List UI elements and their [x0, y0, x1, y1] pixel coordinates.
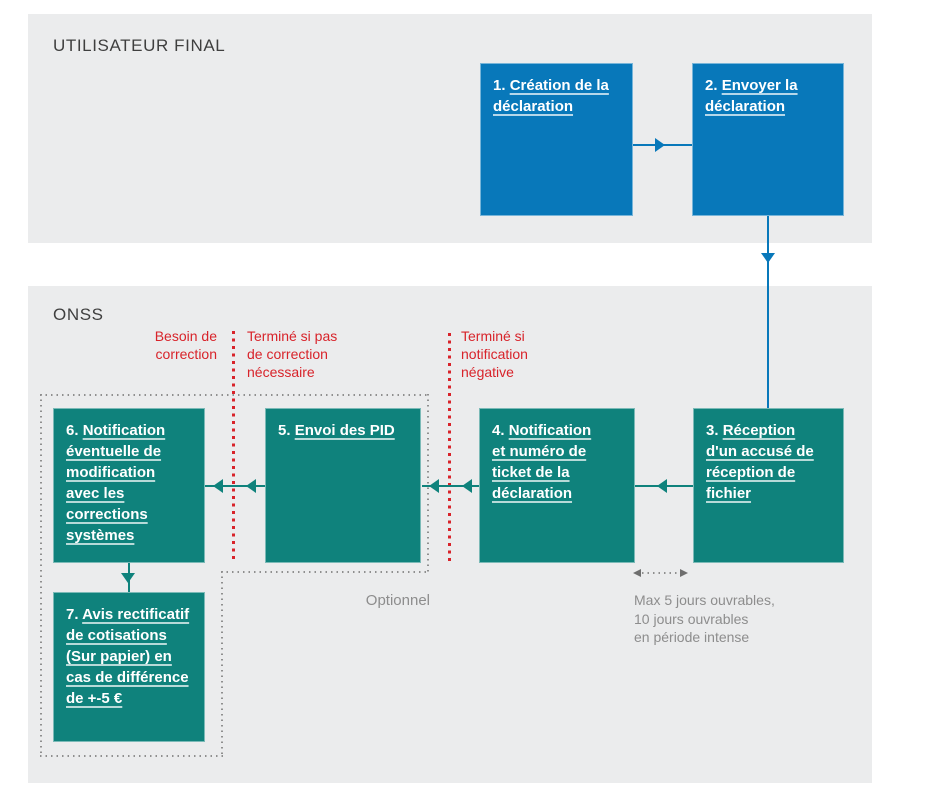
step-7-number: 7. [66, 606, 79, 623]
label-termine-si-pas-correction: Terminé si pas de correction nécessaire [247, 328, 338, 380]
step-5-link[interactable]: Envoi des PID [294, 422, 395, 439]
step-3-link[interactable]: Réception d'un accusé de réception de fi… [706, 422, 814, 502]
label-termine-si-notification-negative: Terminé si notification négative [461, 328, 528, 380]
step-5-box: 5. Envoi des PID [265, 408, 421, 563]
red-dotted-divider-notification [448, 333, 451, 563]
arrow-left-icon [633, 569, 641, 577]
arrow-right-icon [655, 138, 665, 152]
arrow-down-icon [121, 573, 135, 583]
optional-region-border-right-upper [427, 394, 429, 573]
red-dotted-divider-correction [232, 331, 235, 563]
connector-step4-step5 [422, 485, 479, 487]
arrow-right-icon [680, 569, 688, 577]
step-1-number: 1. [493, 77, 506, 94]
optional-region-border-step [221, 571, 429, 573]
step-4-link[interactable]: Notification et numéro de ticket de la d… [492, 422, 592, 502]
section-label-utilisateur-final: UTILISATEUR FINAL [53, 36, 226, 55]
step-7-box: 7. Avis rectificatif de cotisations (Sur… [53, 592, 205, 742]
step-6-link[interactable]: Notification éventuelle de modification … [66, 422, 166, 544]
step-6-box: 6. Notification éventuelle de modificati… [53, 408, 205, 563]
label-delai-traitement: Max 5 jours ouvrables, 10 jours ouvrable… [634, 592, 775, 645]
label-besoin-de-correction: Besoin de correction [154, 328, 217, 362]
step-2-number: 2. [705, 77, 718, 94]
step-3-number: 3. [706, 422, 719, 439]
arrow-left-icon [462, 479, 472, 493]
connector-step2-step3 [767, 216, 769, 408]
step-1-box: 1. Création de la déclaration [480, 63, 633, 216]
step-6-number: 6. [66, 422, 79, 439]
section-label-onss: ONSS [53, 305, 104, 324]
arrow-down-icon [761, 253, 775, 263]
step-1-link[interactable]: Création de la déclaration [493, 77, 609, 115]
optional-region-border-left [40, 394, 42, 757]
step-3-box: 3. Réception d'un accusé de réception de… [693, 408, 844, 563]
delay-span-dotted-line [642, 572, 680, 574]
step-7-link[interactable]: Avis rectificatif de cotisations (Sur pa… [66, 606, 190, 707]
optional-region-border-right-lower [221, 571, 223, 757]
arrow-left-icon [657, 479, 667, 493]
step-5-number: 5. [278, 422, 291, 439]
optional-region-border-bottom [40, 755, 223, 757]
label-optionnel: Optionnel [365, 592, 430, 609]
arrow-left-icon [246, 479, 256, 493]
step-4-box: 4. Notification et numéro de ticket de l… [479, 408, 635, 563]
step-2-link[interactable]: Envoyer la déclaration [705, 77, 798, 115]
connector-step5-step6 [205, 485, 265, 487]
step-4-number: 4. [492, 422, 505, 439]
arrow-left-icon [429, 479, 439, 493]
arrow-left-icon [213, 479, 223, 493]
step-2-box: 2. Envoyer la déclaration [692, 63, 844, 216]
